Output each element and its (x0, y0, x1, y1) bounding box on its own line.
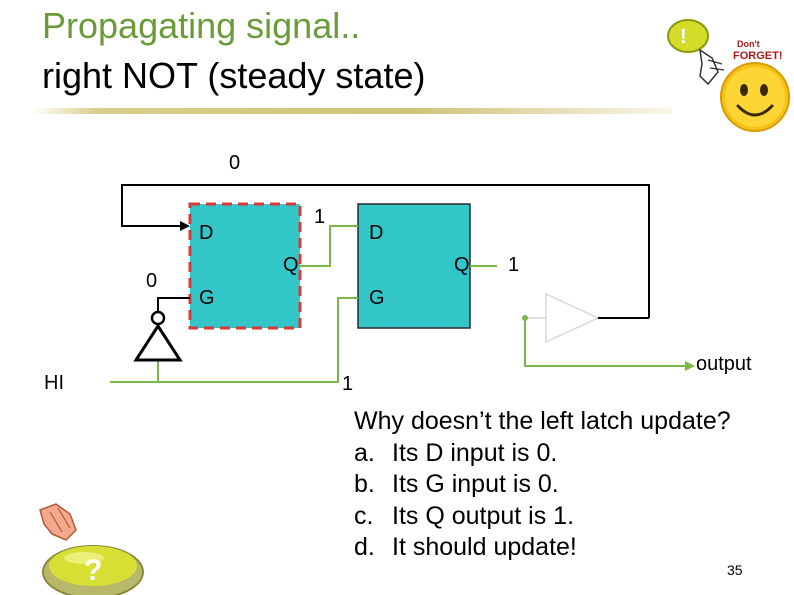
answer-option-text: Its G input is 0. (392, 470, 559, 498)
svg-text:Don't: Don't (737, 39, 760, 49)
answer-option-a[interactable]: a. Its D input is 0. (354, 438, 731, 470)
answer-option-c[interactable]: c. Its Q output is 1. (354, 501, 731, 533)
left-latch-q-label: Q (283, 254, 299, 276)
hi-to-right-g-wire (110, 297, 358, 383)
feedback-value-label: 0 (229, 152, 241, 174)
not-gate-triangle (133, 323, 183, 362)
svg-text:FORGET!: FORGET! (733, 50, 783, 62)
right-latch-g-label: G (369, 287, 385, 309)
question-text: Why doesn’t the left latch update? (354, 407, 731, 435)
slide-title-line-1: Propagating signal.. (42, 5, 361, 46)
g-line-value: 1 (342, 373, 354, 395)
title-underline (32, 108, 672, 114)
question-block: Why doesn’t the left latch update? a. Its… (354, 406, 731, 564)
slide-number: 35 (727, 562, 743, 578)
answer-option-text: Its Q output is 1. (392, 501, 575, 530)
left-latch-d-label: D (199, 222, 214, 244)
not-gate-bubble (150, 310, 166, 326)
answer-option-letter: a. (354, 438, 375, 467)
output-buffer-faded (545, 292, 600, 344)
feedback-arrowhead (180, 221, 190, 231)
middle-wire-value: 1 (314, 206, 326, 228)
answer-option-b[interactable]: b. Its G input is 0. (354, 469, 731, 501)
answer-option-d[interactable]: d. It should update! (354, 532, 731, 564)
left-latch-d-value: 0 (146, 270, 158, 292)
not-to-left-g-wire (157, 297, 190, 312)
svg-text:!: ! (680, 26, 687, 48)
answer-option-text: Its D input is 0. (392, 438, 558, 467)
right-latch-d-label: D (369, 222, 384, 244)
right-latch-q-value: 1 (508, 254, 520, 276)
answer-option-letter: b. (354, 470, 375, 498)
output-wire (524, 318, 688, 367)
slide-title-line-2: right NOT (steady state) (42, 55, 426, 96)
right-latch-q-label: Q (454, 254, 470, 276)
left-q-to-right-d-wire (300, 225, 358, 267)
question-button-icon: ? (39, 503, 144, 595)
left-latch-box (188, 202, 302, 330)
answer-option-letter: d. (354, 533, 375, 561)
answer-option-letter: c. (354, 501, 374, 530)
output-label: output (696, 353, 752, 375)
dont-forget-smiley-icon: ! Don't FORGET! (667, 19, 790, 132)
feedback-wire (121, 184, 650, 318)
output-arrowhead (685, 361, 695, 371)
answer-option-text: It should update! (392, 533, 577, 561)
left-latch-g-label: G (199, 287, 215, 309)
hi-input-label: HI (44, 372, 64, 394)
svg-text:?: ? (84, 554, 102, 587)
